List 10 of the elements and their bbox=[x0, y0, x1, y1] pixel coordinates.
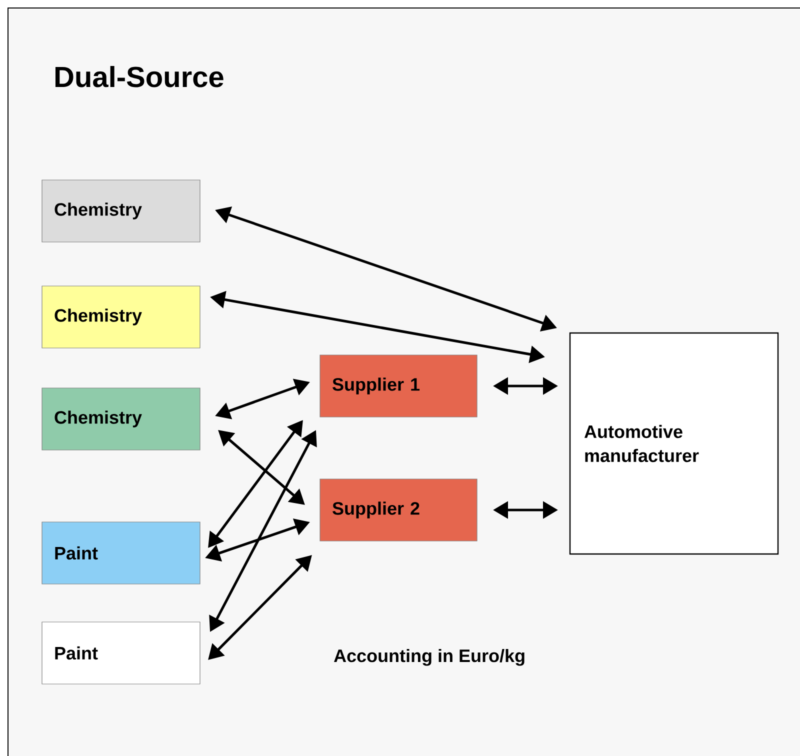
process-box: Chemistry bbox=[42, 286, 200, 348]
process-box: Supplier 1 bbox=[320, 354, 478, 418]
title: Dual-Source bbox=[55, 66, 224, 88]
process-box: Chemistry bbox=[42, 180, 200, 242]
process-box: Chemistry bbox=[42, 388, 200, 450]
process-box: Paint bbox=[42, 622, 200, 684]
note: Accounting in Euro/kg bbox=[334, 648, 524, 666]
process-box: Automotive manufacturer bbox=[569, 332, 779, 555]
process-box: Supplier 2 bbox=[320, 478, 478, 542]
process-box: Paint bbox=[42, 522, 200, 584]
